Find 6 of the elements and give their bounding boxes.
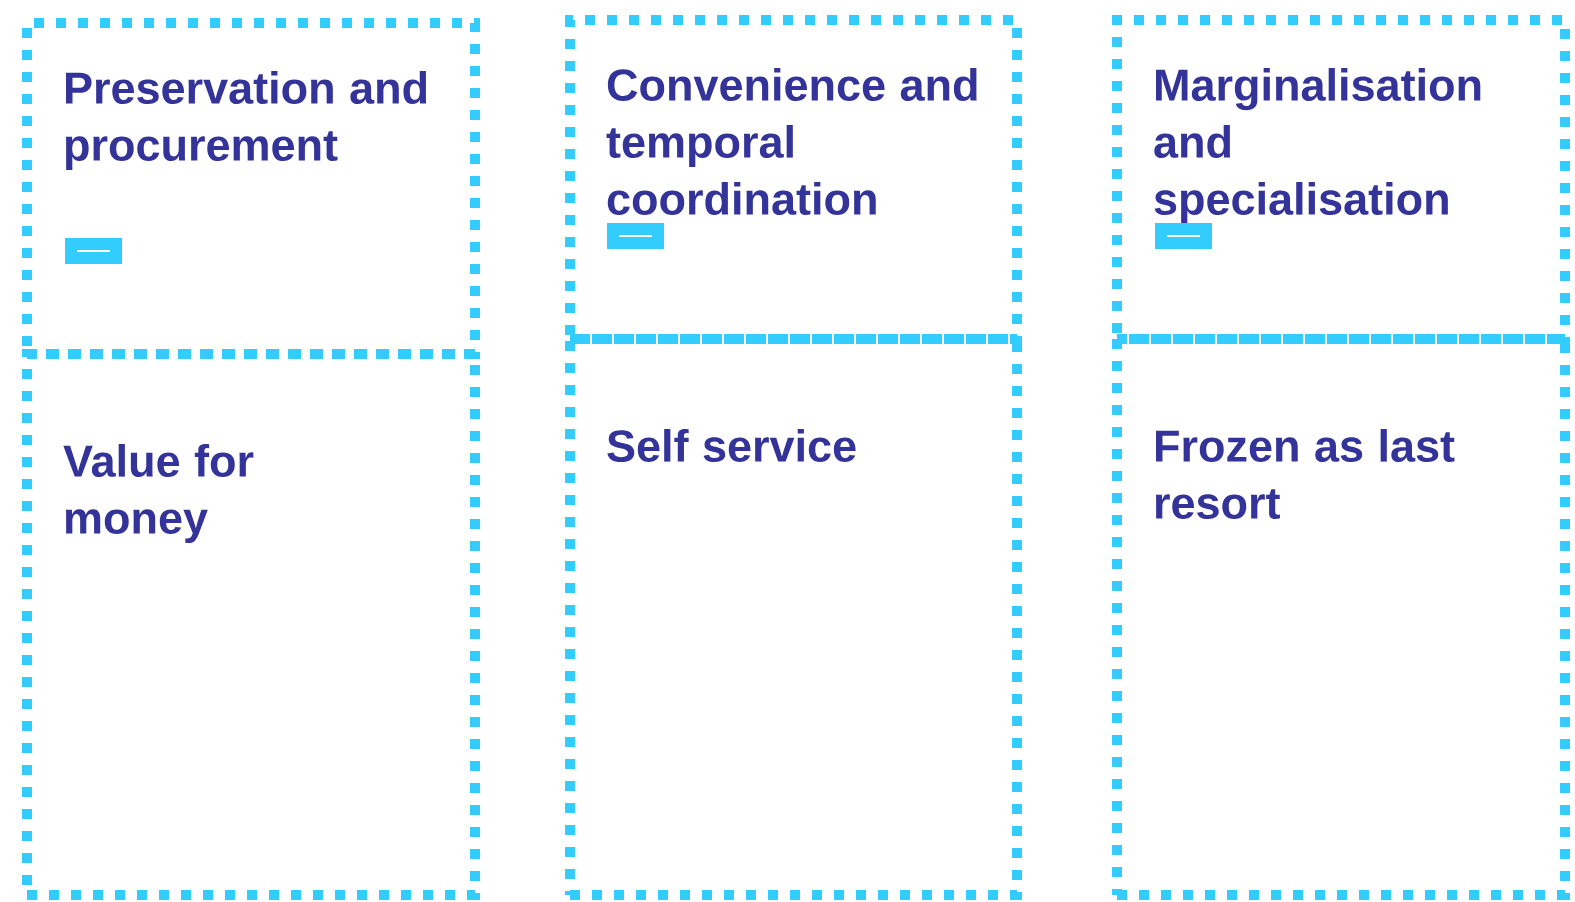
text-box: Preservation and procurement (22, 18, 480, 359)
text-box: Value for money (22, 349, 480, 900)
text-box: Convenience and temporal coordination (565, 15, 1022, 344)
text-box: Marginalisation and specialisation (1112, 15, 1570, 344)
text-box: Self service (565, 334, 1022, 900)
text-box: Frozen as last resort (1112, 334, 1570, 900)
